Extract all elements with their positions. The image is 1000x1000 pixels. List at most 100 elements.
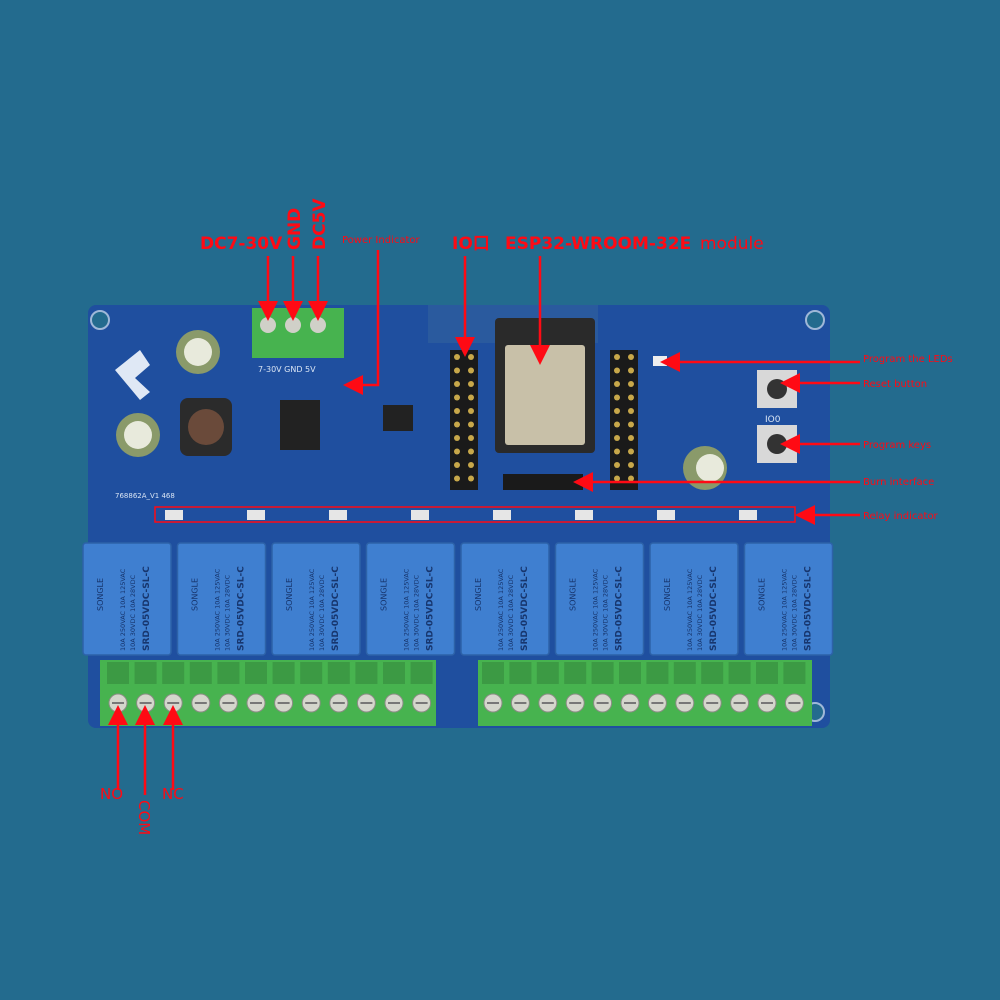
- label-nc: NC: [162, 785, 184, 803]
- terminal-slot: [591, 662, 614, 684]
- terminal-slot: [728, 662, 751, 684]
- terminal-slot: [509, 662, 532, 684]
- relay-rating: 10A 30VDC 10A 28VDC: [413, 574, 421, 651]
- relay-rating: 10A 250VAC 10A 125VAC: [119, 568, 127, 651]
- relay-indicator-led: [165, 510, 183, 520]
- relay-model: SRD-05VDC-SL-C: [615, 566, 625, 651]
- header-pin: [454, 394, 460, 401]
- relay-indicator-led: [493, 510, 511, 520]
- header-pin: [628, 408, 634, 414]
- relay-indicator-led: [739, 510, 757, 520]
- header-pin: [468, 435, 474, 441]
- header-pin: [614, 367, 620, 374]
- relay-brand: SONGLE: [96, 578, 105, 611]
- relay-rating: 10A 250VAC 10A 125VAC: [308, 568, 316, 651]
- label-power-indicator: Power Indicator: [342, 235, 420, 246]
- header-pin: [454, 435, 460, 441]
- label-com: COM: [135, 800, 153, 835]
- relay-rating: 10A 30VDC 10A 28VDC: [696, 574, 704, 651]
- label-module: module: [700, 234, 764, 254]
- relay-rating: 10A 30VDC 10A 28VDC: [791, 574, 799, 651]
- terminal-slot: [107, 662, 129, 684]
- terminal-slot: [701, 662, 724, 684]
- header-pin: [628, 354, 634, 360]
- terminal-slot: [134, 662, 157, 684]
- header-pin: [454, 475, 460, 482]
- relay-model: SRD-05VDC-SL-C: [804, 566, 814, 651]
- label-burn-interface: Burn interface: [863, 477, 934, 488]
- relay-model: SRD-05VDC-SL-C: [520, 566, 530, 651]
- terminal-slot: [189, 662, 212, 684]
- header-pin: [454, 381, 460, 387]
- relay-indicator-led: [329, 510, 347, 520]
- terminal-slot: [217, 662, 240, 684]
- terminal-slot: [300, 662, 323, 684]
- label-io: IO口: [452, 234, 490, 254]
- header-pin: [468, 448, 474, 455]
- header-pin: [614, 421, 620, 428]
- relay-indicator-led: [247, 510, 265, 520]
- header-pin: [468, 421, 474, 428]
- relay-rating: 10A 250VAC 10A 125VAC: [214, 568, 222, 651]
- relay-rating: 10A 30VDC 10A 28VDC: [318, 574, 326, 651]
- relay-indicator-led: [657, 510, 675, 520]
- relay-brand: SONGLE: [663, 578, 672, 611]
- header-pin: [628, 462, 634, 468]
- terminal-slot: [383, 662, 405, 684]
- button-silk: IO0: [765, 415, 781, 425]
- relay-rating: 10A 250VAC 10A 125VAC: [403, 568, 411, 651]
- terminal-slot: [327, 662, 350, 684]
- relay-brand: SONGLE: [191, 578, 200, 611]
- label-gnd: GND: [285, 208, 305, 250]
- terminal-slot: [245, 662, 267, 684]
- label-dc5v: DC5V: [310, 198, 330, 250]
- terminal-slot: [619, 662, 641, 684]
- header-pin: [454, 462, 460, 468]
- terminal-slot: [482, 662, 504, 684]
- label-reset-button: Reset button: [863, 379, 927, 390]
- terminal-slot: [272, 662, 295, 684]
- screw: [310, 317, 326, 333]
- label-program-keys: Program keys: [863, 440, 931, 451]
- relay-brand: SONGLE: [285, 578, 294, 611]
- terminal-slot: [756, 662, 778, 684]
- screw: [260, 317, 276, 333]
- terminal-slot: [410, 662, 433, 684]
- header-pin: [614, 475, 620, 482]
- header-pin: [614, 354, 620, 360]
- header-pin: [468, 462, 474, 468]
- terminal-slot: [355, 662, 378, 684]
- relay-rating: 10A 250VAC 10A 125VAC: [497, 568, 505, 651]
- mount-hole: [805, 310, 825, 330]
- ldo: [383, 405, 413, 431]
- header-pin: [628, 435, 634, 441]
- header-pin: [468, 367, 474, 374]
- label-esp-module: ESP32-WROOM-32E: [505, 234, 691, 254]
- terminal-slot: [646, 662, 669, 684]
- header-pin: [468, 381, 474, 387]
- led: [653, 356, 667, 366]
- relay-brand: SONGLE: [474, 578, 483, 611]
- logo-icon: [115, 350, 150, 400]
- regulator: [280, 400, 320, 450]
- header-pin: [628, 381, 634, 387]
- terminal-slot: [564, 662, 587, 684]
- header-pin: [628, 475, 634, 482]
- terminal-slot: [162, 662, 185, 684]
- relay-brand: SONGLE: [380, 578, 389, 611]
- relay-brand: SONGLE: [758, 578, 767, 611]
- header-pin: [628, 421, 634, 428]
- header-pin: [628, 367, 634, 374]
- power-terminal: [252, 308, 344, 358]
- relay-model: SRD-05VDC-SL-C: [709, 566, 719, 651]
- relay-rating: 10A 250VAC 10A 125VAC: [686, 568, 694, 651]
